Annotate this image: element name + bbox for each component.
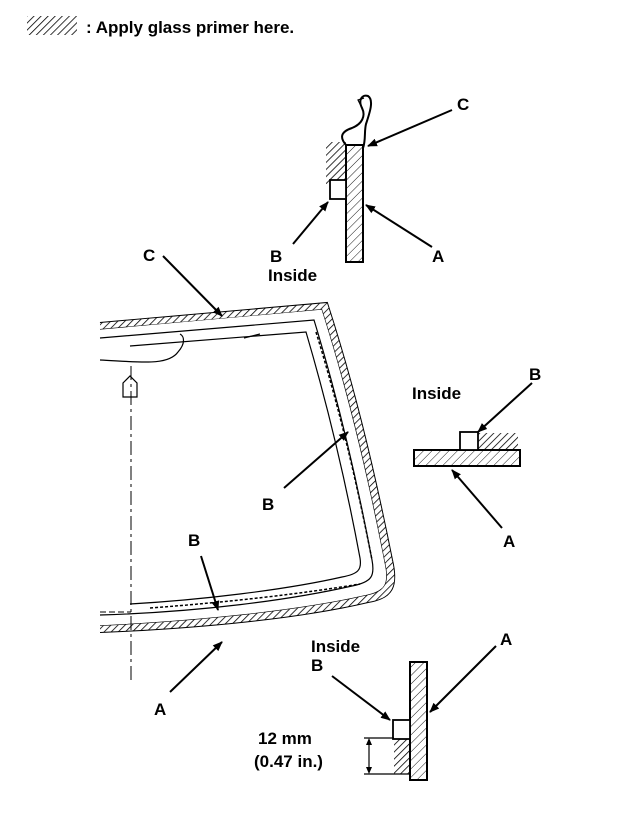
windshield-main (99, 255, 396, 693)
right-spacer-block (459, 431, 479, 451)
right-glass-panel (413, 449, 521, 467)
dimension-mm: 12 mm (258, 729, 312, 748)
right-label-b: B (529, 365, 541, 384)
dimension-in: (0.47 in.) (254, 752, 323, 771)
top-glass-panel (345, 144, 364, 263)
right-label-inside: Inside (412, 384, 461, 403)
bottom-label-a: A (500, 630, 512, 649)
right-detail (413, 382, 533, 529)
top-detail (292, 94, 453, 263)
bottom-glass-panel (409, 661, 428, 781)
bottom-label-inside: Inside (311, 637, 360, 656)
main-label-a: A (154, 700, 166, 719)
top-label-inside: Inside (268, 266, 317, 285)
main-label-c: C (143, 246, 155, 265)
legend-text: : Apply glass primer here. (86, 18, 294, 37)
bottom-label-b: B (311, 656, 323, 675)
main-label-b-side: B (262, 495, 274, 514)
bottom-detail (331, 645, 497, 781)
top-spacer-block (329, 179, 347, 200)
bottom-spacer-block (392, 719, 411, 740)
top-label-a: A (432, 247, 444, 266)
right-label-a: A (503, 532, 515, 551)
top-label-b: B (270, 247, 282, 266)
top-label-c: C (457, 95, 469, 114)
top-molding (341, 94, 373, 149)
main-label-b-bottom: B (188, 531, 200, 550)
primer-hatch-swatch (27, 16, 77, 35)
